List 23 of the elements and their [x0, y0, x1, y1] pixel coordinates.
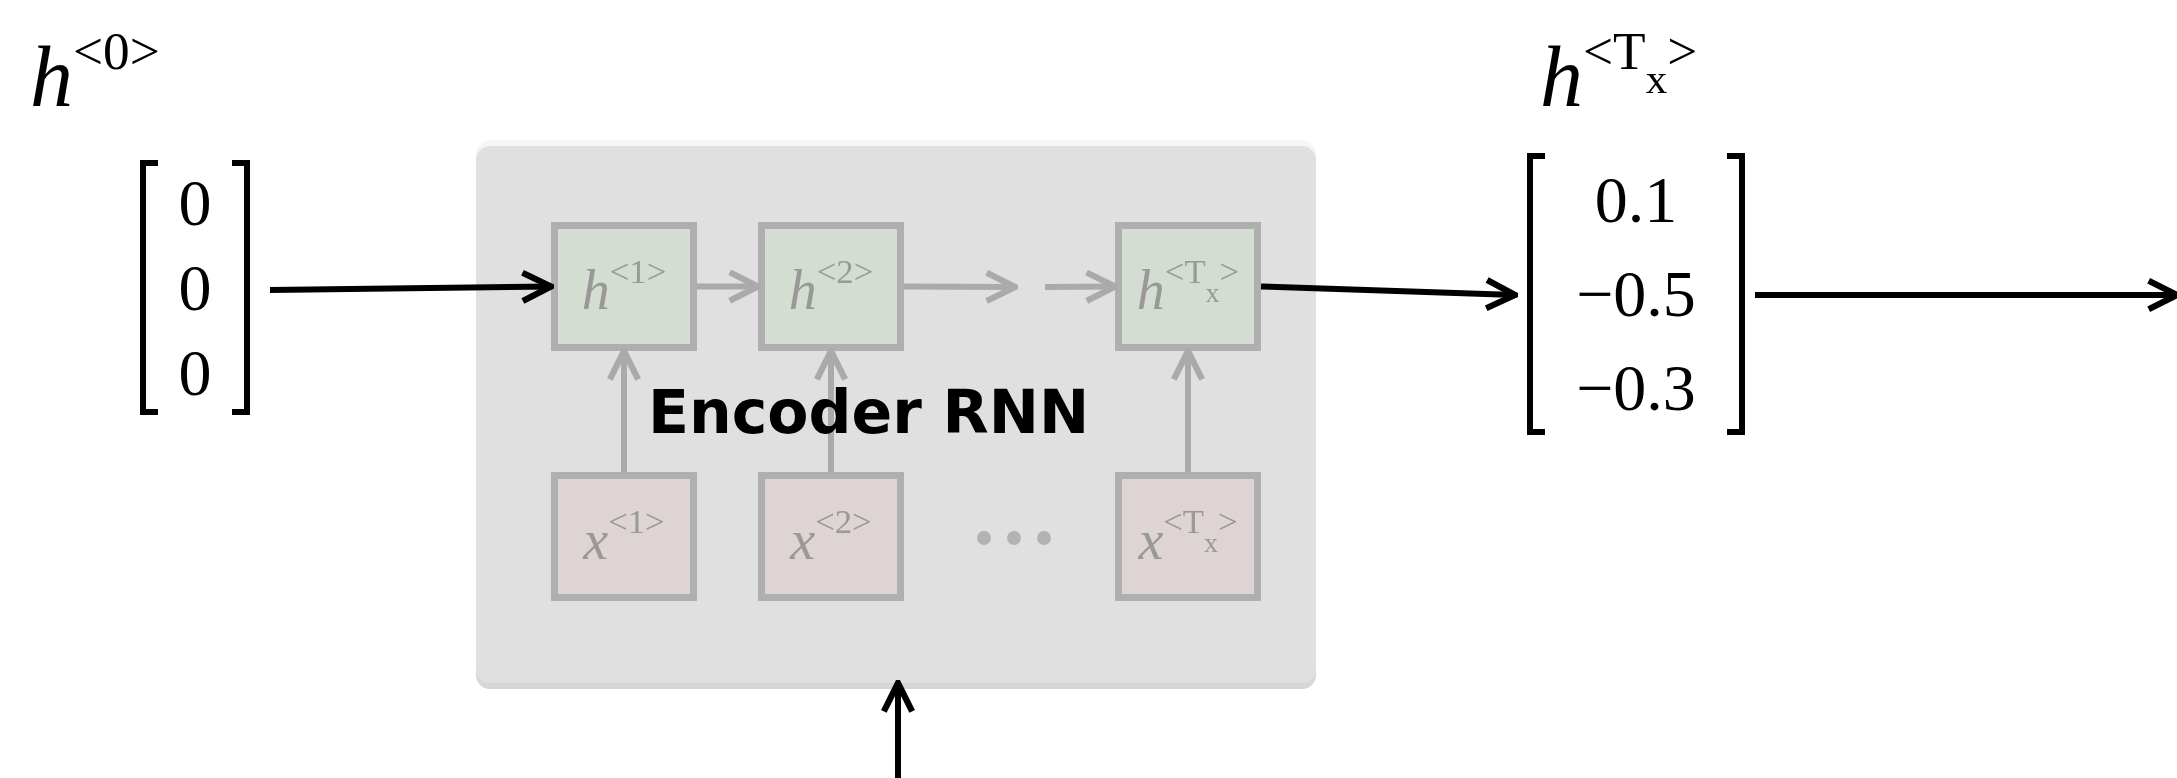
panel-title: Encoder RNN: [648, 382, 1090, 442]
state-label: h$^{<2>}$: [788, 255, 874, 318]
input-box: [1115, 472, 1261, 601]
matrix-entry: 0: [178, 339, 212, 406]
arrow: [1755, 277, 2177, 313]
vector-label: h$^{<0>}$: [30, 20, 160, 128]
matrix-entry: 0: [178, 254, 212, 321]
state-label: x$^{<1>}$: [583, 505, 665, 568]
matrix-entry: 0: [178, 169, 212, 236]
arrow: [269, 269, 555, 305]
state-label: h$^{<1>}$: [581, 255, 667, 318]
state-label: x$^{<2>}$: [790, 505, 872, 568]
arrow: [904, 269, 1019, 305]
hidden-state-box: [758, 222, 904, 351]
hidden-state-box: [551, 222, 697, 351]
arrow: [880, 679, 916, 778]
input-box: [758, 472, 904, 601]
matrix-entry: 0.1: [1594, 167, 1678, 233]
arrow: [1260, 276, 1519, 312]
hidden-state-box: [1115, 222, 1261, 351]
matrix-entry: −0.5: [1576, 261, 1696, 327]
matrix-entry: −0.3: [1576, 355, 1696, 421]
input-box: [551, 472, 697, 601]
